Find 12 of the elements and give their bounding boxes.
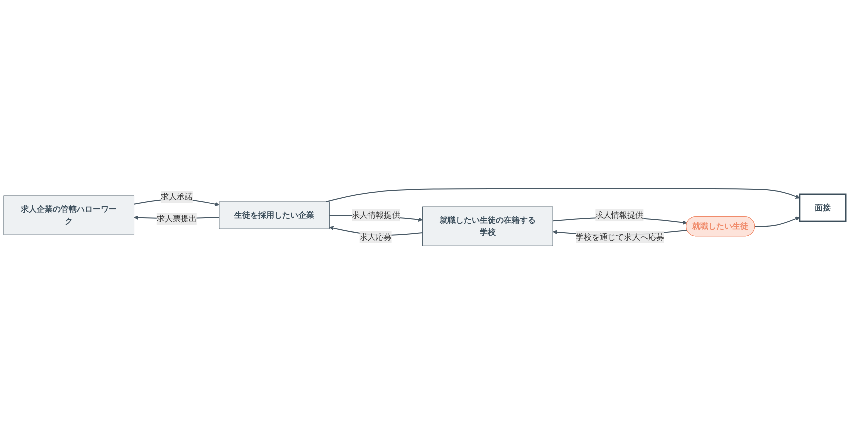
node-box: 面接 [799,194,847,222]
edge-label: 求人応募 [360,232,392,242]
edge-label: 求人情報提供 [596,210,644,220]
edge-label: 学校を通じて求人へ応募 [576,232,664,242]
node-box: 就職したい生徒の在籍する学校 [422,206,554,246]
edge-label: 求人票提出 [156,214,197,224]
node-box: 求人企業の管轄ハローワーク [4,196,134,236]
edge-label: 求人情報提供 [352,210,400,220]
arrow [326,188,800,202]
edge-label: 求人承諾 [160,192,193,202]
node-box: 生徒を採用したい企業 [219,202,330,230]
arrow [754,216,800,228]
